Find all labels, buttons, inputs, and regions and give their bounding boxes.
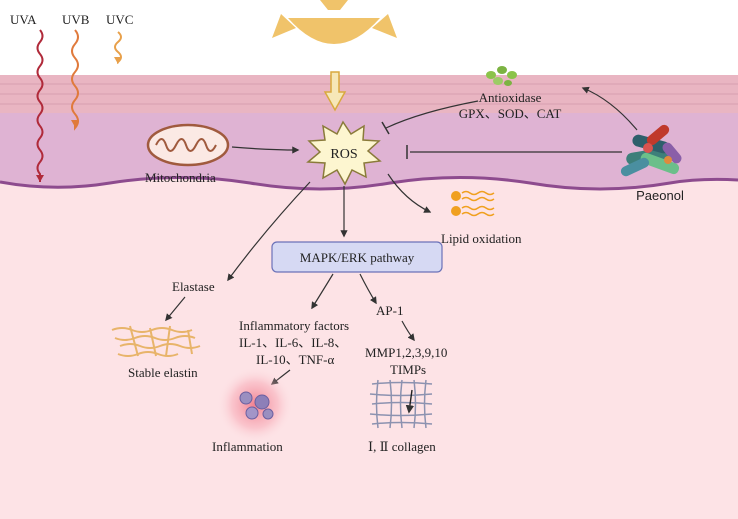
paeonol-icon [620, 124, 682, 177]
uvb-label: UVB [62, 12, 90, 27]
stable-elastin-label: Stable elastin [128, 365, 198, 380]
collagen-label: Ⅰ, Ⅱ collagen [368, 439, 436, 454]
paeonol-to-antioxidase-arrow [581, 86, 638, 131]
uvc-arrowhead [114, 57, 122, 64]
timps-label: TIMPs [390, 362, 426, 377]
collagen-mesh-icon [369, 379, 433, 429]
ap1-label: AP-1 [376, 303, 403, 318]
uva-ray [36, 29, 44, 182]
elastin-fibers-icon [111, 325, 201, 357]
antioxidase-icon [486, 66, 517, 86]
mito-to-ros-arrow [231, 146, 300, 154]
pathway-to-inflammatory-arrow [311, 273, 334, 310]
ros-to-elastase-arrow [227, 181, 311, 282]
uvc-label: UVC [106, 12, 133, 27]
basement-membrane [0, 176, 738, 191]
uva-arrowhead [36, 175, 44, 182]
inflammatory-line-2: IL-10、TNF-α [256, 352, 334, 367]
antioxidase-title: Antioxidase [479, 90, 542, 105]
uvb-arrowhead [71, 120, 79, 127]
ros-to-lipid-arrow [387, 173, 432, 213]
pathway-label: MAPK/ERK pathway [300, 250, 415, 265]
uva-label: UVA [10, 12, 37, 27]
mitochondria-icon [146, 123, 230, 167]
lipid-oxidation-label: Lipid oxidation [441, 231, 522, 246]
inflammatory-line-1: IL-1、IL-6、IL-8、 [239, 335, 347, 350]
inflammatory-factors-label: Inflammatory factors [239, 318, 349, 333]
antioxidase-inhibit-bar [381, 121, 390, 135]
uvb-ray [71, 29, 79, 131]
uv-rays [36, 29, 122, 182]
inflammation-icon [217, 367, 293, 443]
inflammation-label: Inflammation [212, 439, 283, 454]
lipid-icon [451, 190, 495, 217]
elastase-to-elastin-arrow [165, 296, 186, 322]
paeonol-label: Paeonol [636, 188, 684, 203]
sun-icon [272, 0, 397, 44]
mmp-label: MMP1,2,3,9,10 [365, 345, 447, 360]
pathway-to-ap1-arrow [359, 273, 377, 305]
antioxidase-list: GPX、SOD、CAT [459, 106, 562, 121]
ros-burst-shape [306, 120, 382, 186]
elastase-label: Elastase [172, 279, 215, 294]
ap1-to-mmp-arrow [401, 320, 415, 342]
ros-label: ROS [330, 147, 357, 162]
mitochondria-label: Mitochondria [145, 170, 216, 185]
pathway-box [271, 241, 443, 273]
antioxidase-inhibit-line [385, 100, 479, 129]
mmp-to-collagen-arrow [405, 389, 415, 414]
sunlight-arrow [323, 71, 347, 112]
